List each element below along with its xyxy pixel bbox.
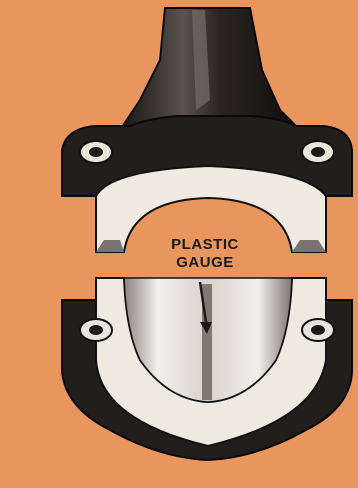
bolt-hole-left-upper-inner bbox=[89, 147, 103, 157]
bolt-hole-left-lower-inner bbox=[89, 325, 103, 335]
bearing-cap-lower bbox=[62, 278, 352, 460]
bolt-hole-right-lower-inner bbox=[311, 325, 325, 335]
connecting-rod-upper bbox=[62, 8, 352, 252]
plastic-gauge-label: PLASTIC GAUGE bbox=[150, 236, 260, 272]
bolt-hole-right-upper-inner bbox=[311, 147, 325, 157]
label-line-2: GAUGE bbox=[150, 254, 260, 272]
label-line-1: PLASTIC bbox=[150, 236, 260, 254]
rod-shaft bbox=[120, 8, 300, 130]
